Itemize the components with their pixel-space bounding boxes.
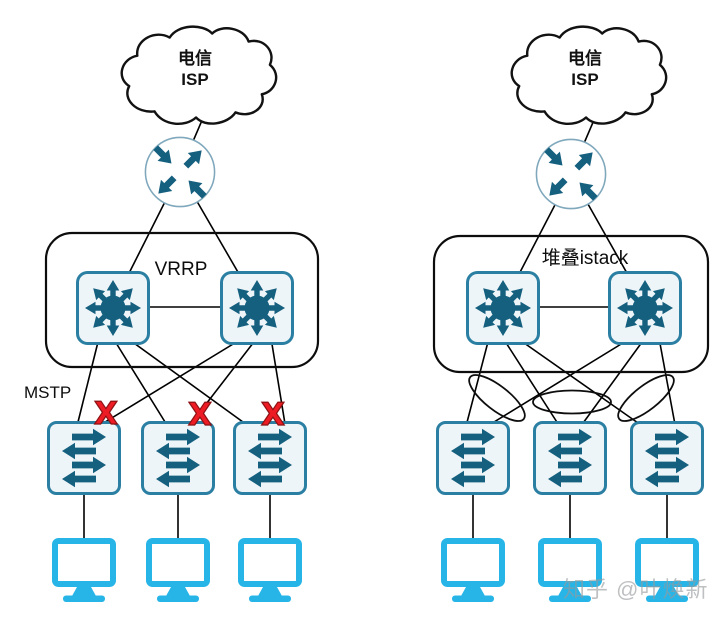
workgroup-switch-icon [436,421,510,495]
blocked-link-x-mark-1: X [93,396,118,432]
link-aggregation-ellipse [617,374,675,422]
workgroup-switch-icon [630,421,704,495]
core-switch-right-1 [466,271,540,345]
label-mstp: MSTP [24,383,72,402]
cloud-label-right: 电信 ISP [502,48,668,90]
link-aggregation-ellipse [468,374,526,422]
access-switch-right-3 [630,421,704,495]
cloud-label-line2: ISP [571,70,599,89]
blocked-link-x-mark-3: X [260,397,285,433]
workgroup-switch-icon [47,421,121,495]
cloud-isp-left: 电信 ISP [112,24,278,132]
blocked-link-x-mark-2: X [187,397,212,433]
core-switch-right-2 [608,271,682,345]
multilayer-switch-icon [220,271,294,345]
cloud-label-left: 电信 ISP [112,48,278,90]
cloud-label-line2: ISP [181,70,209,89]
label-istack: 堆叠istack [541,248,629,269]
multilayer-switch-icon [608,271,682,345]
pc-right-1 [441,538,505,602]
monitor-icon [441,538,505,602]
access-switch-right-1 [436,421,510,495]
label-vrrp: VRRP [154,259,208,280]
cloud-isp-right: 电信 ISP [502,24,668,132]
router-icon [534,137,608,211]
cloud-label-line1: 电信 [178,49,212,68]
pc-left-3 [238,538,302,602]
link-aggregation-ellipses [468,374,675,422]
multilayer-switch-icon [76,271,150,345]
workgroup-switch-icon [533,421,607,495]
monitor-icon [146,538,210,602]
access-switch-left-1 [47,421,121,495]
cloud-label-line1: 电信 [568,49,602,68]
pc-left-2 [146,538,210,602]
core-switch-left-1 [76,271,150,345]
left-core-group-box [44,231,320,369]
monitor-icon [52,538,116,602]
link-aggregation-ellipse [532,389,612,415]
monitor-icon [238,538,302,602]
core-switch-left-2 [220,271,294,345]
multilayer-switch-icon [466,271,540,345]
right-core-group-box [432,234,710,374]
router-icon [143,135,217,209]
pc-left-1 [52,538,116,602]
access-switch-right-2 [533,421,607,495]
router-left [143,135,217,209]
router-right [534,137,608,211]
watermark-zhihu: 知乎 @叶焕新 [563,577,709,602]
